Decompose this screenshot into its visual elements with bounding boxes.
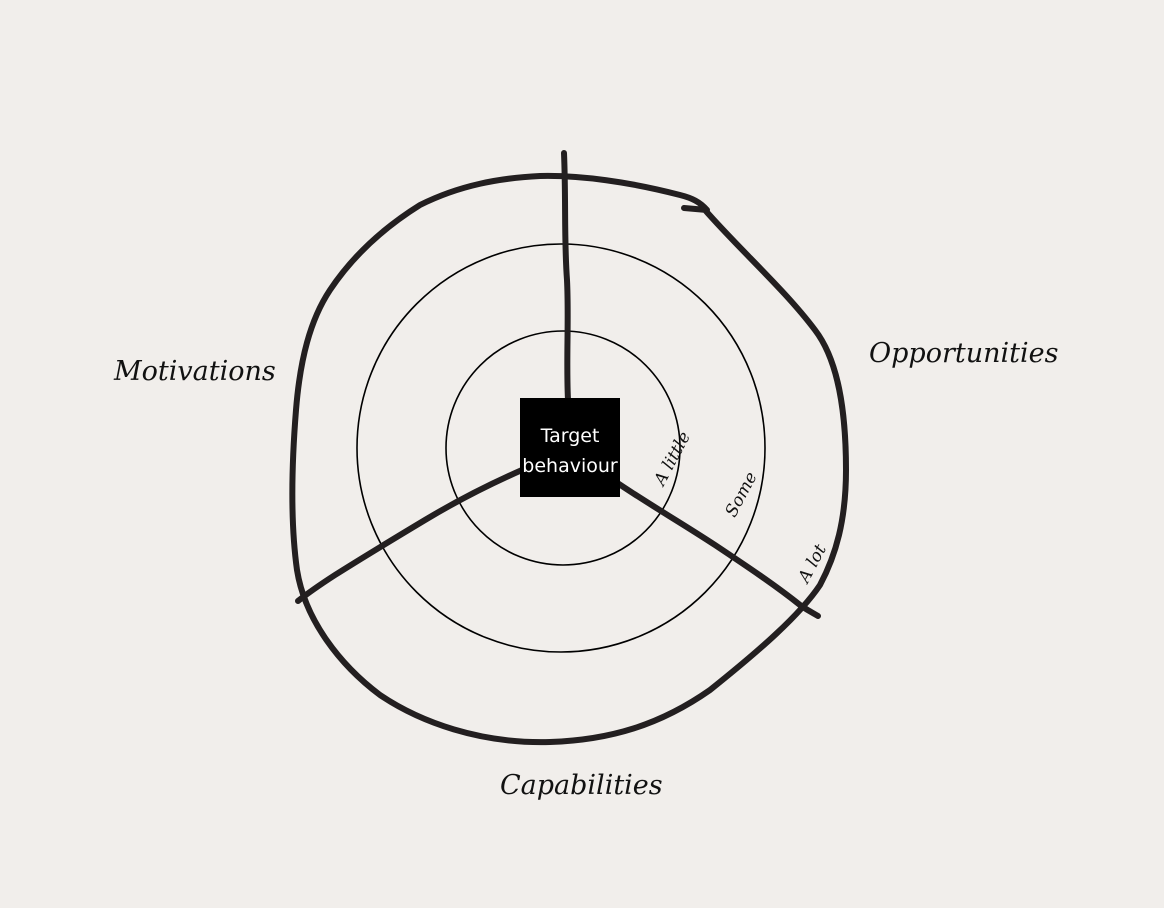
label-motivations: Motivations xyxy=(113,356,276,387)
label-opportunities: Opportunities xyxy=(869,338,1058,369)
divider-lower-right xyxy=(613,479,821,619)
scale-label-middle: Some xyxy=(721,469,761,521)
outer-ring xyxy=(289,172,849,746)
divider-lower-left xyxy=(295,467,525,604)
label-capabilities: Capabilities xyxy=(500,770,663,801)
target-behaviour-box xyxy=(520,398,620,497)
target-behaviour-line2: behaviour xyxy=(522,455,618,477)
middle-ring xyxy=(356,243,766,653)
target-behaviour-line1: Target xyxy=(540,425,600,447)
inner-ring xyxy=(445,330,681,566)
scale-label-inner: A little xyxy=(649,428,695,490)
divider-top xyxy=(561,150,571,403)
